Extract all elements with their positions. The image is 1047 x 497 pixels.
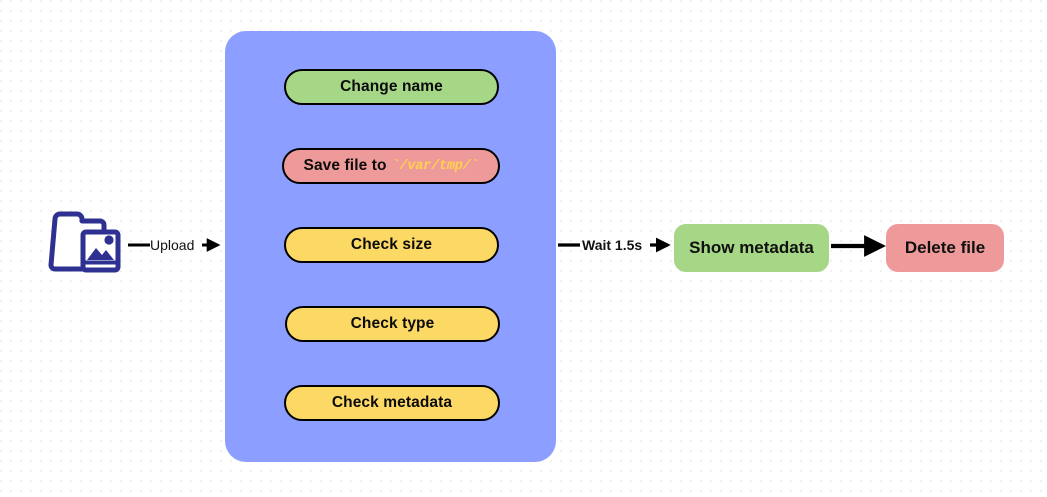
node-check-metadata[interactable]: Check metadata: [284, 385, 500, 421]
node-show-metadata[interactable]: Show metadata: [674, 224, 829, 272]
node-change-name-label: Change name: [340, 78, 443, 95]
image-file-upload-icon: [46, 209, 126, 275]
node-check-size[interactable]: Check size: [284, 227, 499, 263]
node-check-size-label: Check size: [350, 236, 433, 253]
node-save-file-label: Save file to: [303, 157, 387, 174]
node-check-metadata-label: Check metadata: [331, 394, 453, 411]
node-show-metadata-label: Show metadata: [689, 238, 814, 257]
node-change-name[interactable]: Change name: [284, 69, 499, 105]
node-delete-file-label: Delete file: [904, 238, 986, 257]
node-delete-file[interactable]: Delete file: [886, 224, 1004, 272]
edge-label-upload: Upload: [150, 237, 195, 253]
node-save-file[interactable]: Save file to `/var/tmp/`: [282, 148, 500, 184]
node-check-type-label: Check type: [350, 315, 435, 332]
node-save-file-path: `/var/tmp/`: [391, 158, 479, 174]
edge-label-wait: Wait 1.5s: [582, 237, 643, 253]
node-check-type[interactable]: Check type: [285, 306, 500, 342]
